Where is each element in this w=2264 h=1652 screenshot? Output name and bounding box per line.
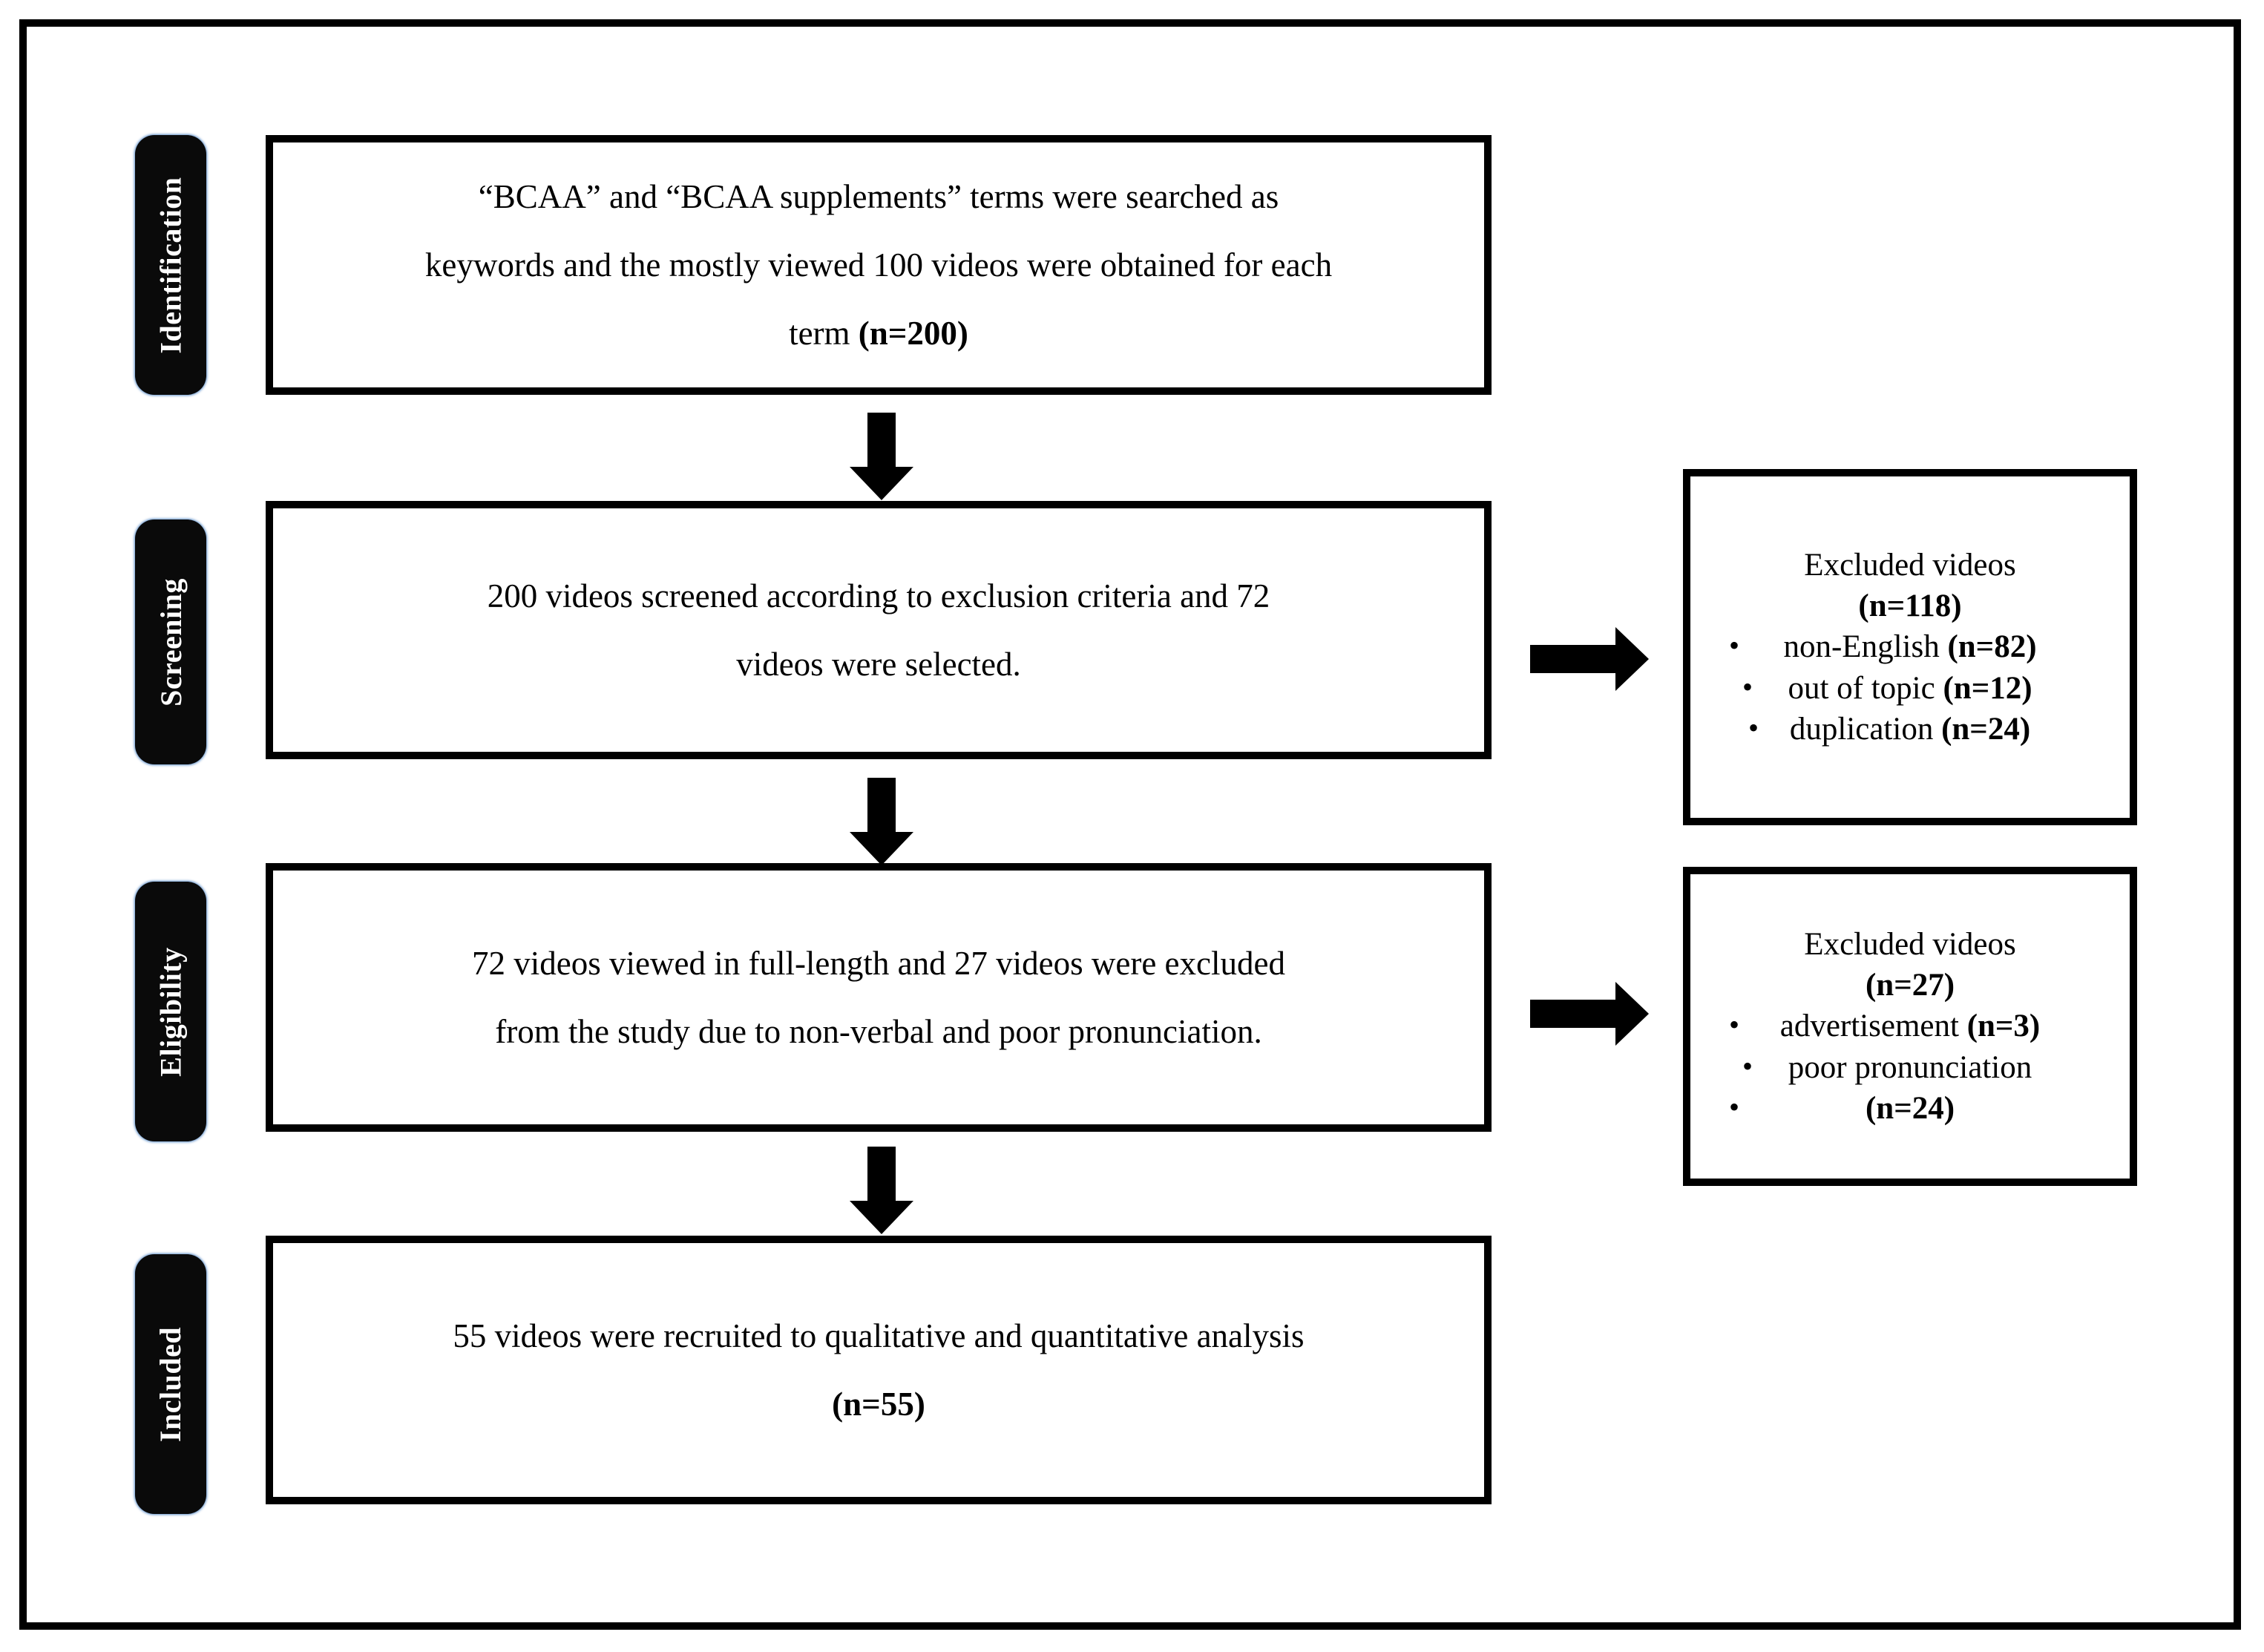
list-item: advertisement (n=3) [1704, 1006, 2116, 1046]
excluded-item-label: out of topic [1788, 670, 1943, 706]
arrow-head-right-icon [1615, 982, 1649, 1046]
excluded-item-label: advertisement [1779, 1009, 1967, 1044]
flow-box-included-count: (n=55) [832, 1386, 925, 1423]
stage-tab-identification: Identification [135, 135, 206, 395]
flow-box-included-line-2: (n=55) [298, 1370, 1459, 1438]
flow-box-screening-line-2: videos were selected. [736, 646, 1021, 683]
stage-tab-screening: Screening [135, 519, 206, 764]
excluded-box-screening-title: Excluded videos [1804, 548, 2016, 583]
excluded-box-eligibility-count: (n=27) [1865, 968, 1955, 1003]
excluded-box-eligibility-title: Excluded videos [1804, 927, 2016, 963]
arrow-eligibility-to-excluded [1530, 978, 1649, 1049]
arrow-eligibility-to-included [846, 1147, 917, 1234]
excluded-box-screening-list: non-English (n=82) out of topic (n=12) d… [1704, 626, 2116, 749]
stage-tab-eligibility-label: Eligibility [154, 946, 188, 1077]
list-item: out of topic (n=12) [1704, 668, 2116, 709]
flow-box-eligibility-line-1: 72 videos viewed in full-length and 27 v… [472, 944, 1285, 982]
list-item: duplication (n=24) [1704, 709, 2116, 750]
flow-box-included: 55 videos were recruited to qualitative … [266, 1236, 1492, 1504]
arrow-shaft [867, 413, 896, 469]
stage-tab-eligibility: Eligibility [135, 882, 206, 1141]
excluded-item-count: (n=24) [1941, 711, 2031, 747]
excluded-item-count: (n=12) [1943, 670, 2032, 706]
flow-box-identification: “BCAA” and “BCAA supplements” terms were… [266, 135, 1492, 395]
flow-box-screening-line-1: 200 videos screened according to exclusi… [487, 577, 1270, 614]
excluded-item-label: non-English [1783, 629, 1948, 665]
flow-box-identification-count: (n=200) [858, 315, 968, 353]
arrow-shaft [867, 778, 896, 834]
excluded-box-screening: Excluded videos (n=118) non-English (n=8… [1683, 469, 2137, 825]
flow-box-eligibility: 72 videos viewed in full-length and 27 v… [266, 863, 1492, 1132]
excluded-item-label: duplication [1789, 711, 1942, 747]
stage-tab-included: Included [135, 1254, 206, 1514]
arrow-screening-to-eligibility [846, 778, 917, 865]
flow-box-identification-line-3-text: term [789, 315, 859, 353]
flow-box-identification-line-2: keywords and the mostly viewed 100 video… [424, 246, 1333, 283]
arrow-shaft [867, 1147, 896, 1203]
stage-tab-identification-label: Identification [154, 176, 188, 354]
stage-tab-screening-label: Screening [154, 577, 188, 707]
excluded-box-eligibility-list: advertisement (n=3) poor pronunciation (… [1704, 1006, 2116, 1128]
arrow-head-right-icon [1615, 627, 1649, 691]
arrow-identification-to-screening [846, 413, 917, 500]
arrow-head-down-icon [850, 832, 913, 865]
arrow-shaft [1530, 645, 1618, 673]
excluded-item-count: (n=3) [1966, 1009, 2041, 1044]
excluded-item-count: (n=24) [1865, 1090, 1955, 1126]
flow-box-identification-line-1: “BCAA” and “BCAA supplements” terms were… [478, 177, 1279, 215]
flow-box-included-line-1: 55 videos were recruited to qualitative … [453, 1317, 1305, 1354]
arrow-shaft [1530, 1000, 1618, 1028]
flow-box-identification-line-3: term (n=200) [298, 299, 1459, 367]
arrow-head-down-icon [850, 467, 913, 500]
flow-box-screening: 200 videos screened according to exclusi… [266, 501, 1492, 759]
list-item: poor pronunciation [1704, 1047, 2116, 1088]
list-item-continuation: (n=24) [1704, 1088, 2116, 1129]
excluded-item-count: (n=82) [1947, 629, 2037, 665]
list-item: non-English (n=82) [1704, 626, 2116, 667]
excluded-box-eligibility: Excluded videos (n=27) advertisement (n=… [1683, 867, 2137, 1186]
arrow-head-down-icon [850, 1201, 913, 1234]
arrow-screening-to-excluded [1530, 623, 1649, 695]
excluded-box-screening-count: (n=118) [1858, 589, 1962, 624]
stage-tab-included-label: Included [154, 1326, 188, 1442]
excluded-item-label: poor pronunciation [1788, 1049, 2032, 1085]
flow-box-eligibility-line-2: from the study due to non-verbal and poo… [495, 1013, 1262, 1050]
